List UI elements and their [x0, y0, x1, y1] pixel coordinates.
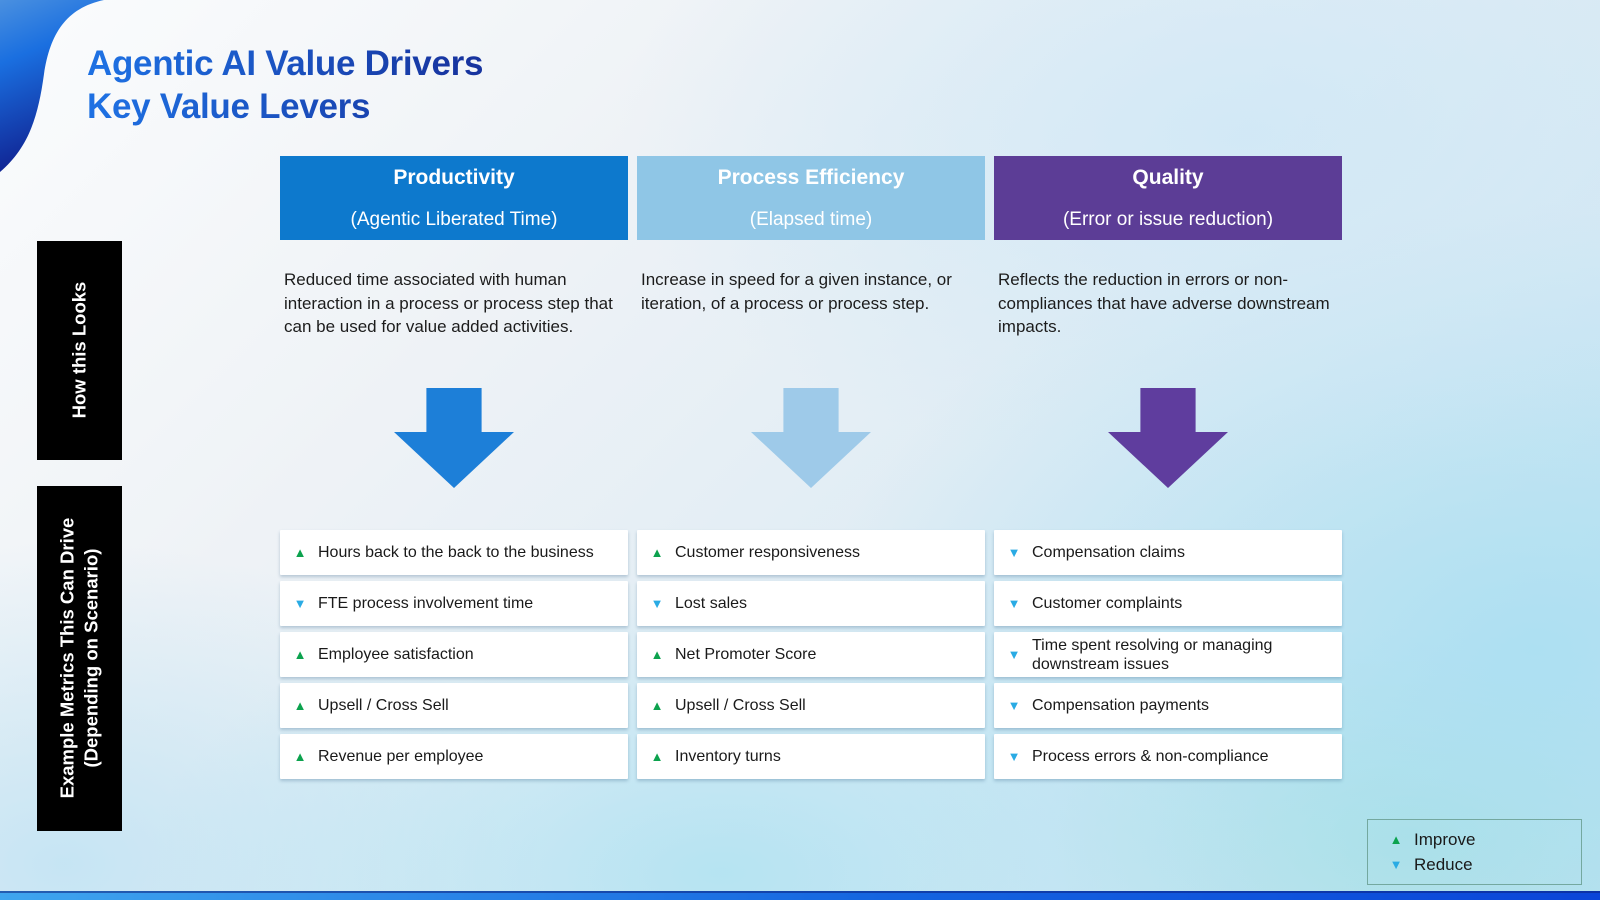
sidebar-example-metrics-label: Example Metrics This Can Drive (Dependin… [55, 518, 103, 799]
up-triangle-icon [292, 545, 308, 560]
metrics-list: Customer responsiveness Lost sales Net P… [637, 530, 985, 779]
metric-label: Employee satisfaction [318, 646, 474, 663]
column-title: Process Efficiency [717, 166, 905, 189]
metric-row: Lost sales [637, 581, 985, 626]
corner-swoosh-decoration [0, 0, 104, 172]
metric-label: Revenue per employee [318, 748, 484, 765]
legend-reduce-label: Reduce [1414, 854, 1473, 874]
metric-label: Upsell / Cross Sell [318, 697, 449, 714]
down-triangle-icon [1006, 749, 1022, 764]
metric-row: FTE process involvement time [280, 581, 628, 626]
column-header-quality: Quality (Error or issue reduction) [994, 156, 1342, 240]
metric-label: Compensation payments [1032, 697, 1209, 714]
down-arrow-shape [394, 388, 514, 488]
metric-label: Process errors & non-compliance [1032, 748, 1269, 765]
column-description: Reduced time associated with human inter… [284, 270, 613, 336]
improve-up-triangle-icon [1388, 832, 1404, 847]
metric-label: Hours back to the back to the business [318, 544, 594, 561]
metric-row: Upsell / Cross Sell [637, 683, 985, 728]
legend: Improve Reduce [1367, 819, 1582, 885]
sidebar-how-this-looks-box: How this Looks [37, 241, 122, 460]
down-triangle-icon [649, 596, 665, 611]
up-triangle-icon [649, 647, 665, 662]
metric-row: Compensation claims [994, 530, 1342, 575]
metric-label: Inventory turns [675, 748, 781, 765]
metrics-list: Compensation claims Customer complaints … [994, 530, 1342, 779]
column-description: Increase in speed for a given instance, … [641, 270, 952, 313]
metric-row: Time spent resolving or managing downstr… [994, 632, 1342, 677]
column-header-productivity: Productivity (Agentic Liberated Time) [280, 156, 628, 240]
metric-row: Customer complaints [994, 581, 1342, 626]
metric-row: Employee satisfaction [280, 632, 628, 677]
bottom-accent-bar [0, 891, 1600, 900]
sidebar-example-metrics-box: Example Metrics This Can Drive (Dependin… [37, 486, 122, 831]
metric-row: Upsell / Cross Sell [280, 683, 628, 728]
column-subtitle: (Error or issue reduction) [1062, 209, 1274, 230]
column-header-process-efficiency: Process Efficiency (Elapsed time) [637, 156, 985, 240]
metric-label: Customer responsiveness [675, 544, 860, 561]
sidebar-example-metrics-line-1: Example Metrics This Can Drive [56, 518, 78, 799]
legend-improve-label: Improve [1414, 829, 1476, 849]
up-triangle-icon [292, 647, 308, 662]
sidebar-how-this-looks-label: How this Looks [68, 282, 90, 419]
metric-label: Compensation claims [1032, 544, 1185, 561]
metric-row: Customer responsiveness [637, 530, 985, 575]
up-triangle-icon [292, 749, 308, 764]
reduce-down-triangle-icon [1388, 857, 1404, 872]
legend-improve-row: Improve [1388, 830, 1581, 850]
column-title: Productivity [393, 166, 515, 189]
sidebar-example-metrics-line-2: (Depending on Scenario) [80, 549, 102, 768]
metric-label: Upsell / Cross Sell [675, 697, 806, 714]
metric-label: Lost sales [675, 595, 748, 612]
metric-label: Time spent resolving or managing downstr… [1032, 636, 1273, 673]
metric-label: FTE process involvement time [318, 595, 534, 612]
column-description: Reflects the reduction in errors or non-… [998, 270, 1330, 336]
slide-title: Agentic AI Value Drivers Key Value Lever… [87, 42, 483, 128]
metrics-list: Hours back to the back to the business F… [280, 530, 628, 779]
slide-title-line-2: Key Value Levers [87, 85, 483, 128]
down-arrow-shape [751, 388, 871, 488]
metric-label: Net Promoter Score [675, 646, 817, 663]
down-triangle-icon [1006, 647, 1022, 662]
up-triangle-icon [292, 698, 308, 713]
metric-row: Inventory turns [637, 734, 985, 779]
metric-row: Net Promoter Score [637, 632, 985, 677]
down-triangle-icon [1006, 545, 1022, 560]
metric-row: Process errors & non-compliance [994, 734, 1342, 779]
legend-reduce-row: Reduce [1388, 855, 1581, 875]
up-triangle-icon [649, 749, 665, 764]
slide-title-line-1: Agentic AI Value Drivers [87, 44, 484, 83]
column-subtitle: (Elapsed time) [749, 209, 873, 230]
up-triangle-icon [649, 545, 665, 560]
down-arrow-shape [1108, 388, 1228, 488]
down-triangle-icon [292, 596, 308, 611]
up-triangle-icon [649, 698, 665, 713]
down-triangle-icon [1006, 596, 1022, 611]
column-title: Quality [1132, 166, 1204, 189]
metric-row: Compensation payments [994, 683, 1342, 728]
metric-row: Hours back to the back to the business [280, 530, 628, 575]
metric-label: Customer complaints [1032, 595, 1183, 612]
column-subtitle: (Agentic Liberated Time) [350, 209, 558, 230]
metric-row: Revenue per employee [280, 734, 628, 779]
down-triangle-icon [1006, 698, 1022, 713]
